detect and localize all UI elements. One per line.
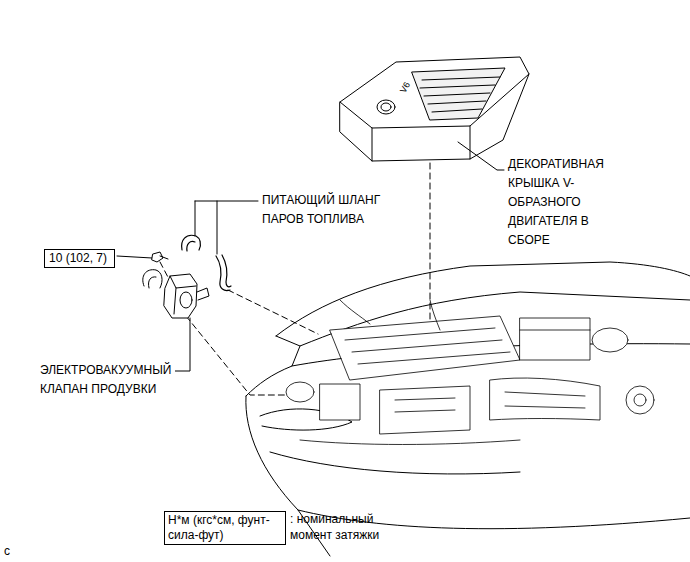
node-text: 10 (102, 7) bbox=[49, 251, 107, 266]
torque-value-box: 10 (102, 7) bbox=[44, 249, 115, 268]
leader-line bbox=[195, 201, 258, 254]
node-text: Н*м (кгс*см, фунт-сила-фут) bbox=[168, 513, 282, 543]
purge-valve bbox=[143, 270, 209, 318]
part-name: ДЕКОРАТИВНАЯ КРЫШКА V-ОБРАЗНОГО ДВИГАТЕЛ… bbox=[508, 155, 633, 250]
leader-line bbox=[175, 318, 190, 371]
engine-bay bbox=[286, 300, 654, 445]
vehicle-outline bbox=[246, 262, 690, 556]
figure-code: c bbox=[4, 542, 10, 561]
part-name: ПИТАЮЩИЙ ШЛАНГ ПАРОВ ТОПЛИВА bbox=[262, 191, 402, 229]
bolt bbox=[152, 252, 168, 262]
part-name: ЭЛЕКТРОВАКУУМНЫЙ КЛАПАН ПРОДУВКИ bbox=[40, 361, 190, 399]
leader-line bbox=[117, 256, 152, 258]
torque-legend-box: Н*м (кгс*см, фунт-сила-фут) bbox=[164, 511, 286, 545]
leader-line bbox=[458, 142, 504, 170]
legend-text: : номинальный момент затяжки bbox=[290, 511, 390, 543]
engine-cover bbox=[340, 57, 529, 161]
